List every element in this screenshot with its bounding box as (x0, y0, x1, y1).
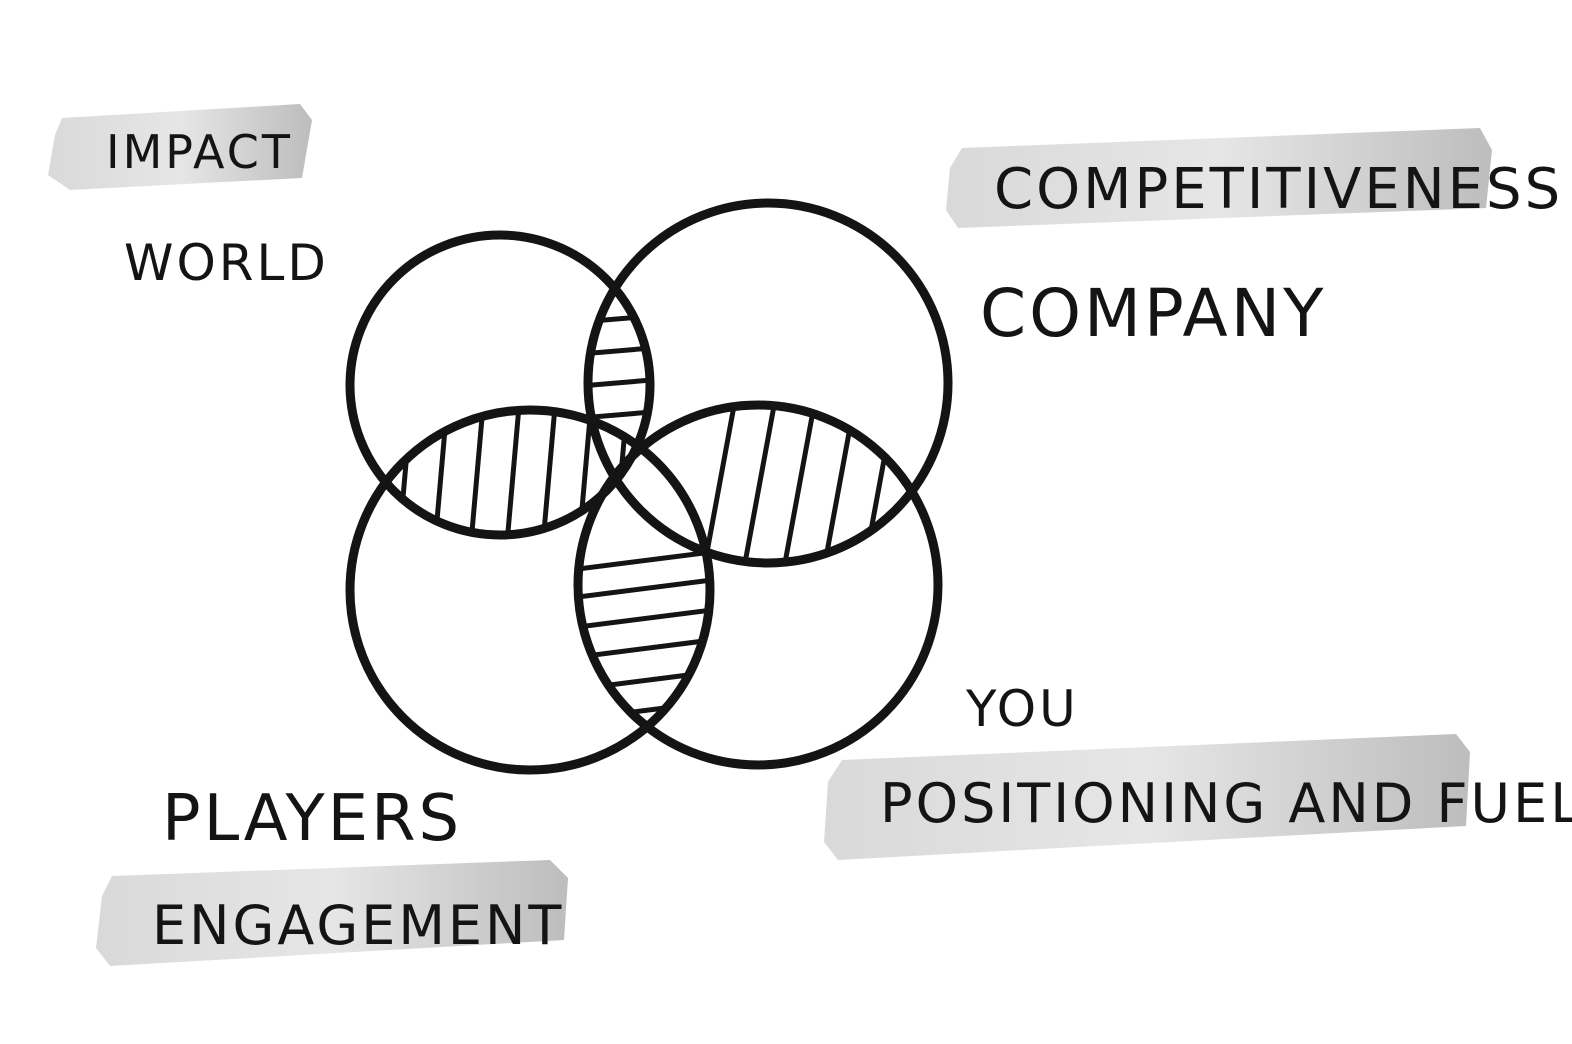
circle-you (573, 400, 943, 770)
label-world: WORLD (124, 234, 329, 292)
label-company: COMPANY (980, 275, 1326, 352)
highlight-competitiveness (946, 128, 1492, 228)
highlight-engagement (96, 860, 568, 966)
label-impact: IMPACT (106, 125, 293, 179)
highlight-positioning (824, 734, 1470, 860)
highlight-impact (48, 104, 312, 190)
circle-world (345, 230, 655, 540)
hatch-world-company (588, 277, 650, 421)
circle-players (345, 405, 715, 775)
circle-company (583, 198, 953, 568)
label-you: YOU (965, 680, 1079, 738)
label-positioning: POSITIONING AND FUEL (880, 772, 1572, 835)
hatch-players-you (578, 549, 710, 723)
label-engagement: ENGAGEMENT (152, 894, 564, 957)
label-players: PLAYERS (162, 782, 462, 856)
label-competitiveness: COMPETITIVENESS (994, 157, 1563, 222)
